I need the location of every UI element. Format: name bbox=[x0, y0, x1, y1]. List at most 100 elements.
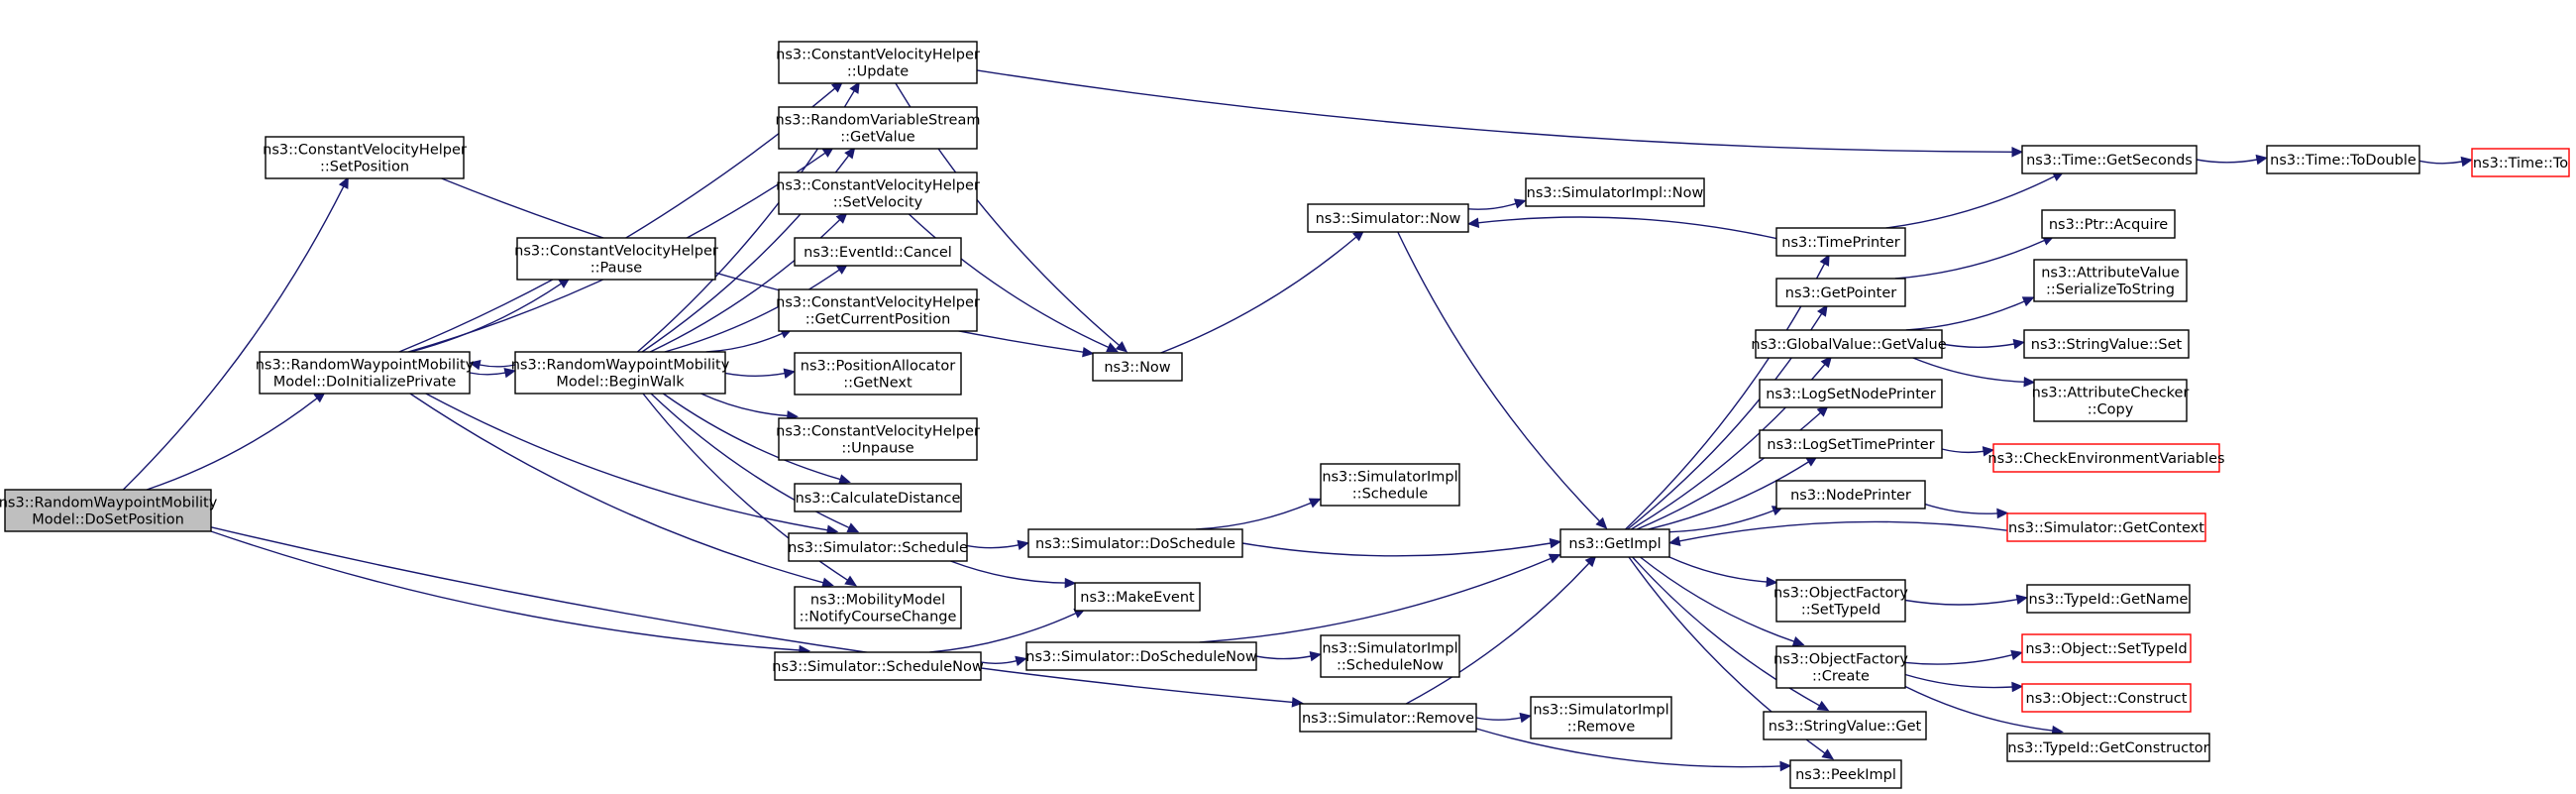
node-box bbox=[2471, 148, 2570, 177]
edge-arrowhead bbox=[846, 522, 860, 533]
node-label: ns3::Simulator::DoScheduleNow bbox=[1025, 649, 1257, 665]
node-box bbox=[794, 483, 962, 512]
node-rvs_getvalue[interactable]: ns3::RandomVariableStream::GetValue bbox=[776, 106, 981, 150]
node-of_create[interactable]: ns3::ObjectFactory::Create bbox=[1773, 645, 1908, 689]
node-pa_getnext[interactable]: ns3::PositionAllocator::GetNext bbox=[794, 352, 962, 396]
node-sim_schedule[interactable]: ns3::Simulator::Schedule bbox=[788, 532, 968, 562]
node-stringvalue_set[interactable]: ns3::StringValue::Set bbox=[2023, 329, 2190, 359]
node-box bbox=[1559, 528, 1670, 558]
node-object_construct[interactable]: ns3::Object::Construct bbox=[2021, 683, 2192, 713]
node-sim_remove[interactable]: ns3::Simulator::Remove bbox=[1299, 703, 1477, 733]
node-simimpl_schedule[interactable]: ns3::SimulatorImpl::Schedule bbox=[1320, 463, 1460, 507]
node-getimpl[interactable]: ns3::GetImpl bbox=[1559, 528, 1670, 558]
node-sim_doschedule[interactable]: ns3::Simulator::DoSchedule bbox=[1027, 528, 1243, 558]
node-peekimpl[interactable]: ns3::PeekImpl bbox=[1789, 759, 1902, 789]
node-typeid_getname[interactable]: ns3::TypeId::GetName bbox=[2026, 584, 2191, 614]
node-cvh_getcurrentposition[interactable]: ns3::ConstantVelocityHelper::GetCurrentP… bbox=[776, 288, 980, 332]
node-label: ns3::CheckEnvironmentVariables bbox=[1987, 451, 2224, 467]
edge-line bbox=[1475, 728, 1781, 768]
edge-dosetposition-to-doinitializeprivate bbox=[146, 391, 326, 491]
node-ac_copy[interactable]: ns3::AttributeChecker::Copy bbox=[2032, 379, 2190, 422]
node-layer: ns3::RandomWaypointMobilityModel::DoSetP… bbox=[0, 41, 2570, 789]
node-cvh_setposition[interactable]: ns3::ConstantVelocityHelper::SetPosition bbox=[263, 136, 467, 179]
node-box bbox=[778, 41, 978, 84]
edge-sim_doschedule-to-getimpl bbox=[1241, 537, 1562, 557]
node-cvh_unpause[interactable]: ns3::ConstantVelocityHelper::Unpause bbox=[776, 417, 980, 461]
edge-sim_schedulenow-to-sim_doschedulenow bbox=[980, 655, 1027, 666]
node-calculatedistance[interactable]: ns3::CalculateDistance bbox=[794, 483, 962, 512]
node-box bbox=[1092, 352, 1183, 382]
node-time_to[interactable]: ns3::Time::To bbox=[2471, 148, 2570, 177]
node-box bbox=[514, 351, 726, 395]
edge-arrowhead bbox=[503, 367, 516, 379]
node-cvh_update[interactable]: ns3::ConstantVelocityHelper::Update bbox=[776, 41, 980, 84]
edge-doinitializeprivate-to-mm_notifycoursechange bbox=[409, 393, 834, 588]
node-timeprinter[interactable]: ns3::TimePrinter bbox=[1775, 227, 1906, 257]
node-ptr_acquire[interactable]: ns3::Ptr::Acquire bbox=[2041, 209, 2176, 239]
node-label: ns3::ConstantVelocityHelper bbox=[514, 244, 718, 260]
node-label: ::Create bbox=[1812, 669, 1870, 685]
edge-logsettimeprinter-to-checkenvvars bbox=[1941, 446, 1995, 457]
edge-line bbox=[1255, 655, 1312, 660]
node-box bbox=[2021, 683, 2192, 713]
node-sim_now[interactable]: ns3::Simulator::Now bbox=[1307, 203, 1469, 233]
edge-beginwalk-to-doinitializeprivate bbox=[469, 359, 516, 371]
node-beginwalk[interactable]: ns3::RandomWaypointMobilityModel::BeginW… bbox=[511, 351, 730, 395]
node-label: ns3::NodePrinter bbox=[1790, 488, 1911, 504]
node-nodeprinter[interactable]: ns3::NodePrinter bbox=[1775, 480, 1926, 510]
node-sim_getcontext[interactable]: ns3::Simulator::GetContext bbox=[2006, 512, 2206, 542]
node-object_settypeid[interactable]: ns3::Object::SetTypeId bbox=[2021, 633, 2192, 663]
node-sim_schedulenow[interactable]: ns3::Simulator::ScheduleNow bbox=[772, 651, 984, 681]
node-makeevent[interactable]: ns3::MakeEvent bbox=[1074, 582, 1201, 612]
edge-arrowhead bbox=[1548, 553, 1561, 564]
node-time_getseconds[interactable]: ns3::Time::GetSeconds bbox=[2021, 145, 2198, 174]
node-simimpl_now[interactable]: ns3::SimulatorImpl::Now bbox=[1525, 177, 1705, 207]
edge-beginwalk-to-cvh_getcurrentposition bbox=[705, 328, 793, 353]
node-of_settypeid[interactable]: ns3::ObjectFactory::SetTypeId bbox=[1773, 579, 1908, 623]
node-logsettimeprinter[interactable]: ns3::LogSetTimePrinter bbox=[1759, 429, 1943, 459]
node-cvh_pause[interactable]: ns3::ConstantVelocityHelper::Pause bbox=[514, 237, 718, 281]
node-time_todouble[interactable]: ns3::Time::ToDouble bbox=[2266, 145, 2420, 174]
edge-arrowhead bbox=[1291, 697, 1304, 708]
edge-line bbox=[1160, 236, 1357, 354]
edge-arrowhead bbox=[1584, 554, 1597, 568]
edge-getpointer-to-ptr_acquire bbox=[1894, 235, 2055, 280]
node-now[interactable]: ns3::Now bbox=[1092, 352, 1183, 382]
edge-nodeprinter-to-sim_getcontext bbox=[1924, 503, 2009, 519]
node-mm_notifycoursechange[interactable]: ns3::MobilityModel::NotifyCourseChange bbox=[794, 586, 962, 629]
node-label: ns3::EventId::Cancel bbox=[804, 245, 952, 261]
node-dosetposition[interactable]: ns3::RandomWaypointMobilityModel::DoSetP… bbox=[0, 489, 218, 532]
node-label: ns3::ConstantVelocityHelper bbox=[776, 178, 980, 194]
edge-line bbox=[1894, 239, 2045, 280]
node-box bbox=[788, 532, 968, 562]
edge-line bbox=[1195, 502, 1312, 530]
node-cvh_setvelocity[interactable]: ns3::ConstantVelocityHelper::SetVelocity bbox=[776, 171, 980, 215]
node-av_serializetostring[interactable]: ns3::AttributeValue::SerializeToString bbox=[2033, 259, 2188, 302]
node-checkenvvars[interactable]: ns3::CheckEnvironmentVariables bbox=[1987, 443, 2225, 473]
edge-arrowhead bbox=[1082, 346, 1095, 358]
node-eventid_cancel[interactable]: ns3::EventId::Cancel bbox=[794, 237, 962, 267]
node-label: ::Remove bbox=[1567, 720, 1636, 736]
node-label: ::GetNext bbox=[843, 376, 912, 392]
node-label: ns3::Ptr::Acquire bbox=[2049, 217, 2168, 233]
edge-doinitializeprivate-to-sim_schedule bbox=[425, 393, 839, 535]
node-doinitializeprivate[interactable]: ns3::RandomWaypointMobilityModel::DoInit… bbox=[256, 351, 475, 395]
node-label: ::ScheduleNow bbox=[1337, 658, 1444, 674]
node-label: ns3::PeekImpl bbox=[1795, 767, 1896, 783]
edge-line bbox=[210, 530, 800, 651]
edge-dosetposition-to-cvh_setposition bbox=[122, 176, 349, 491]
node-logsetnodeprinter[interactable]: ns3::LogSetNodePrinter bbox=[1759, 379, 1943, 408]
node-getpointer[interactable]: ns3::GetPointer bbox=[1775, 278, 1906, 307]
node-simimpl_schedulenow[interactable]: ns3::SimulatorImpl::ScheduleNow bbox=[1320, 634, 1460, 678]
edge-sim_schedule-to-makeevent bbox=[950, 560, 1077, 589]
node-label: ns3::Simulator::DoSchedule bbox=[1035, 536, 1235, 552]
edge-line bbox=[146, 397, 318, 491]
node-stringvalue_get[interactable]: ns3::StringValue::Get bbox=[1763, 711, 1927, 740]
node-typeid_getconstructor[interactable]: ns3::TypeId::GetConstructor bbox=[2006, 733, 2210, 762]
edge-line bbox=[1477, 216, 1777, 240]
node-sim_doschedulenow[interactable]: ns3::Simulator::DoScheduleNow bbox=[1025, 641, 1257, 671]
node-label: ns3::TypeId::GetConstructor bbox=[2007, 740, 2208, 756]
node-simimpl_remove[interactable]: ns3::SimulatorImpl::Remove bbox=[1530, 696, 1672, 739]
edge-arrowhead bbox=[338, 176, 349, 189]
node-gv_getvalue[interactable]: ns3::GlobalValue::GetValue bbox=[1751, 329, 1947, 359]
